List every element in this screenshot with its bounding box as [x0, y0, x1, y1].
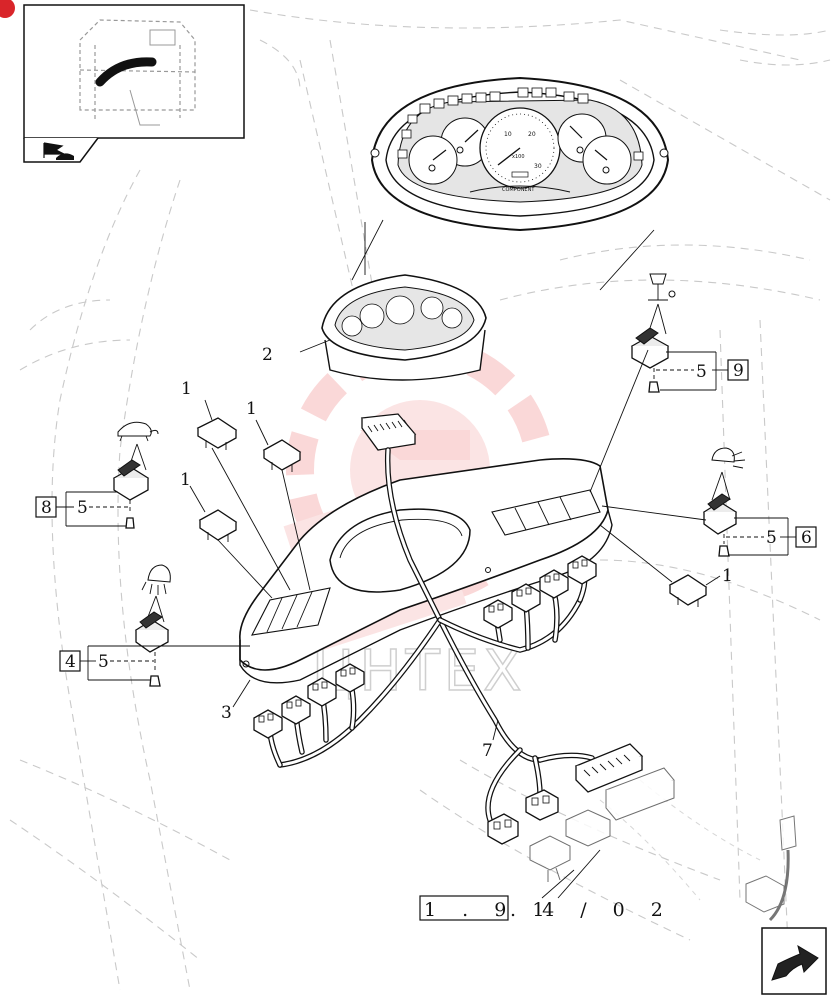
warning-lamp-row [397, 87, 644, 161]
reference-code: 1 . 9 1 [424, 899, 554, 921]
switch-9-beacon [630, 273, 676, 393]
connector-bottom-b [525, 789, 559, 821]
label-4: 4 [65, 652, 76, 672]
lamp-icon [141, 564, 171, 595]
cluster-brand: COMPONENT [502, 187, 535, 193]
label-9: 9 [733, 361, 744, 381]
switch-6-work-light [702, 447, 746, 557]
tach-tick-20: 20 [528, 131, 536, 138]
connector-r1 [483, 599, 513, 629]
instrument-cluster-detail: 10 20 30 x100 COMPONENT [351, 76, 670, 291]
mating-connector-multi [605, 767, 675, 821]
cross-reference: 1 . 9 1 . 4 / 0 2 [419, 849, 673, 921]
harness-connectors [253, 555, 797, 922]
switch-8-slow-speed [112, 421, 159, 529]
callout-1c: 1 [180, 470, 191, 490]
work-lamp-icon [711, 447, 746, 469]
callout-7: 7 [482, 741, 493, 761]
callout-5-switch-8: 5 [77, 498, 88, 518]
corner-mark [0, 0, 15, 18]
callout-1a: 1 [181, 379, 192, 399]
callout-3: 3 [221, 703, 232, 723]
callout-5-switch-4: 5 [98, 652, 109, 672]
label-6: 6 [801, 528, 812, 548]
left-gauges [408, 117, 490, 185]
callout-1b: 1 [246, 399, 257, 419]
connector-r3 [539, 569, 569, 599]
wiring-harness-part-7 [266, 413, 595, 823]
tach-tick-10: 10 [504, 131, 512, 138]
label-8: 8 [41, 498, 52, 518]
mating-connector-a [529, 835, 571, 882]
turtle-icon [117, 421, 159, 442]
tachometer: 10 20 30 x100 [479, 107, 561, 189]
connector-l4 [335, 663, 365, 693]
reference-suffix: . 4 / 0 2 [510, 899, 673, 921]
left-switch-bank [251, 587, 331, 636]
right-gauges [557, 113, 632, 185]
blanking-plug-d [599, 524, 721, 607]
blanking-plug-b [255, 419, 311, 591]
blanking-plug-c [189, 485, 273, 599]
connector-l3 [307, 677, 337, 707]
mating-connector-b [565, 809, 611, 847]
ghost-relay [745, 815, 797, 922]
book-flag-icon [43, 142, 74, 160]
callout-5-switch-9: 5 [696, 362, 707, 382]
callout-5-switch-6: 5 [766, 528, 777, 548]
switch-4-lights [134, 564, 171, 687]
tach-unit: x100 [512, 154, 525, 160]
locator-inset [0, 0, 245, 163]
callout-1d: 1 [722, 566, 733, 586]
connector-r2 [511, 583, 541, 613]
connector-l1 [253, 709, 283, 739]
blanking-plug-a [196, 399, 291, 591]
right-switch-bank [491, 489, 601, 536]
next-page-arrow-icon[interactable] [761, 927, 827, 995]
callout-2: 2 [262, 345, 273, 365]
connector-multi-pin [574, 743, 644, 793]
dashboard-panel-part-3 [232, 458, 613, 708]
connector-r4 [567, 555, 597, 585]
work-light-icon [648, 273, 676, 301]
instrument-cluster-part-2 [299, 274, 487, 381]
cab-locator-icon [79, 19, 196, 126]
tach-tick-30: 30 [534, 163, 542, 170]
connector-bottom-a [487, 813, 519, 845]
connector-l2 [281, 695, 311, 725]
